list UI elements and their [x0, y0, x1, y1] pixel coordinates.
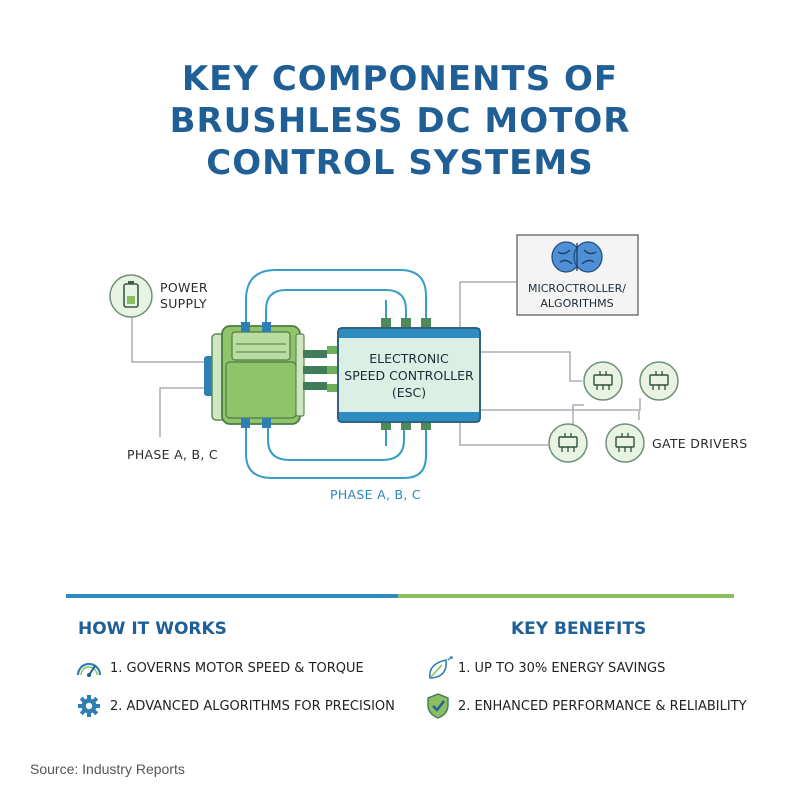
key-benefits-heading: KEY BENEFITS: [511, 619, 647, 639]
how-it-works-heading: HOW IT WORKS: [78, 619, 227, 639]
battery-icon: [109, 274, 153, 318]
phase-left-label: PHASE A, B, C: [127, 447, 218, 462]
bottom-wire-inner: [267, 422, 405, 461]
esc-label-line-2: SPEED CONTROLLER: [344, 368, 474, 383]
divider-blue: [66, 594, 398, 598]
microcontroller-connector: [459, 281, 518, 328]
bottom-wire-outer: [245, 422, 427, 479]
gate-driver-connector-2: [480, 398, 641, 411]
speedometer-icon: [76, 662, 102, 677]
esc-label: ELECTRONIC SPEED CONTROLLER (ESC): [340, 350, 478, 401]
connector-lines: [131, 281, 641, 446]
how-it-works-item-2: 2. ADVANCED ALGORITHMS FOR PRECISION: [110, 699, 395, 714]
brain-icon: [551, 241, 603, 273]
gate-driver-icon-1: [583, 361, 623, 401]
title-line-3: CONTROL SYSTEMS: [206, 143, 594, 183]
phase-bottom-label: PHASE A, B, C: [330, 487, 421, 502]
title-line-1: KEY COMPONENTS OF: [181, 59, 619, 99]
microcontroller-label: MICROCTROLLER/ ALGORITHMS: [518, 281, 636, 311]
top-wire-inner: [265, 289, 407, 330]
gate-driver-connector-4: [572, 404, 584, 425]
esc-label-line-1: ELECTRONIC: [369, 351, 449, 366]
leaf-icon: [429, 656, 453, 679]
top-wire-outer: [245, 269, 427, 330]
gate-driver-icon-3: [548, 423, 588, 463]
motor: [204, 322, 327, 428]
divider-green: [398, 594, 734, 598]
phase-connector: [159, 387, 212, 437]
page-title: KEY COMPONENTS OF BRUSHLESS DC MOTOR CON…: [0, 58, 800, 184]
gate-driver-connector-3: [459, 422, 548, 446]
power-supply-label-line-1: POWER: [160, 280, 208, 295]
power-supply-label-line-2: SUPPLY: [160, 296, 207, 311]
key-benefits-item-2: 2. ENHANCED PERFORMANCE & RELIABILITY: [458, 699, 747, 714]
power-connector: [131, 315, 212, 363]
gate-driver-icon-4: [605, 423, 645, 463]
esc-box: [327, 318, 481, 430]
how-it-works-item-1: 1. GOVERNS MOTOR SPEED & TORQUE: [110, 661, 364, 676]
gear-icon: [78, 695, 100, 717]
key-benefits-item-1: 1. UP TO 30% ENERGY SAVINGS: [458, 661, 666, 676]
source-note: Source: Industry Reports: [30, 761, 185, 777]
esc-label-line-3: (ESC): [391, 385, 427, 400]
title-line-2: BRUSHLESS DC MOTOR: [169, 101, 631, 141]
gate-drivers-label: GATE DRIVERS: [652, 436, 748, 451]
gate-driver-connector-1: [480, 351, 582, 382]
microcontroller-label-line-1: MICROCTROLLER/: [528, 282, 626, 295]
power-supply-label: POWER SUPPLY: [160, 280, 208, 312]
microcontroller-label-line-2: ALGORITHMS: [540, 297, 614, 310]
gate-driver-icon-2: [639, 361, 679, 401]
shield-check-icon: [427, 693, 449, 719]
